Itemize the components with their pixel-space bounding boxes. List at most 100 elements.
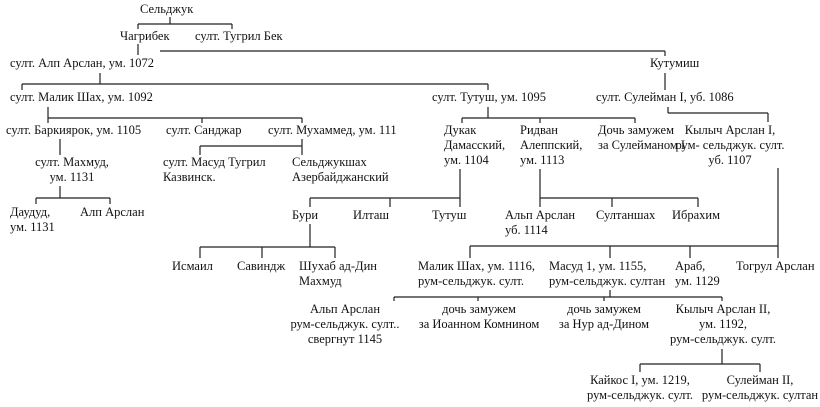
person-kilij2-line: ум. 1192, — [699, 317, 747, 331]
person-daughter-komn-line: дочь замужем — [442, 302, 516, 316]
person-daughter-komn-line: за Иоанном Комнином — [419, 317, 540, 331]
person-masud-qazvin-line: Казвинск. — [163, 170, 216, 184]
person-barkiyaruq-line: султ. Баркиярок, ум. 1105 — [6, 123, 141, 137]
person-seljukshah-line: Азербайджанский — [292, 170, 389, 184]
person-daughter-sul-line: за Сулейманом I — [598, 138, 685, 152]
person-arab-line: ум. 1129 — [675, 274, 720, 288]
person-savinj-line: Савиндж — [237, 259, 286, 273]
person-mahmud: султ. Махмуд,ум. 1131 — [35, 155, 109, 184]
person-malik-shah2-line: Малик Шах, ум. 1116, — [418, 259, 535, 273]
person-daughter-sul-line: Дочь замужем — [598, 123, 674, 137]
person-barkiyaruq: султ. Баркиярок, ум. 1105 — [6, 123, 141, 137]
person-daughter-nur-line: за Нур ад-Дином — [559, 317, 649, 331]
person-kutumish-line: Кутумиш — [650, 56, 700, 70]
person-malik-shah2-line: рум-сельджук. султ. — [418, 274, 524, 288]
person-muhammad: султ. Мухаммед, ум. 111 — [268, 123, 397, 137]
person-kilij1-line: уб. 1107 — [708, 153, 751, 167]
person-seljuk-line: Сельджук — [140, 2, 194, 16]
person-kilij1-line: Кылыч Арслан I, — [685, 123, 776, 137]
person-shihab-line: Махмуд — [299, 274, 342, 288]
person-masud1: Масуд 1, ум. 1155,рум-сельджук. султан — [549, 259, 665, 288]
person-suleiman1-line: султ. Сулейман I, уб. 1086 — [596, 90, 734, 104]
person-kilij1: Кылыч Арслан I,рум- сельджук. султ.уб. 1… — [675, 123, 784, 167]
person-kilij2-line: Кылыч Арслан II, — [676, 302, 771, 316]
person-kaykaus-line: рум-сельджук. султ. — [587, 388, 693, 402]
person-alp-ridwan-line: Альп Арслан — [505, 208, 575, 222]
person-toghrul: Тогрул Арслан — [736, 259, 815, 273]
person-kaykaus-line: Кайкос I, ум. 1219, — [590, 373, 690, 387]
person-alp-arslan-line: султ. Алп Арслан, ум. 1072 — [10, 56, 154, 70]
person-malik-shah-line: султ. Малик Шах, ум. 1092 — [10, 90, 153, 104]
person-savinj: Савиндж — [237, 259, 286, 273]
person-tutush: султ. Тутуш, ум. 1095 — [432, 90, 546, 104]
person-sultanshah-line: Султаншах — [596, 208, 656, 222]
person-alp-rum-line: свергнут 1145 — [308, 332, 382, 346]
person-tughril: султ. Тугрил Бек — [195, 29, 284, 43]
person-mahmud-line: султ. Махмуд, — [35, 155, 109, 169]
person-alp-ridwan-line: уб. 1114 — [505, 223, 549, 237]
person-ridwan-line: Алеппский, — [520, 138, 582, 152]
person-suleiman2-line: рум-сельджук. султан — [702, 388, 818, 402]
person-daughter-nur-line: дочь замужем — [567, 302, 641, 316]
person-duqaq-line: ум. 1104 — [444, 153, 490, 167]
tree-connectors — [21, 17, 779, 372]
person-alp-son: Алп Арслан — [80, 205, 145, 219]
person-sanjar-line: султ. Санджар — [166, 123, 241, 137]
person-tutush2-line: Тутуш — [432, 208, 467, 222]
person-duqaq-line: Дамасский, — [444, 138, 505, 152]
person-tutush2: Тутуш — [432, 208, 467, 222]
person-masud-qazvin-line: султ. Масуд Тугрил — [163, 155, 266, 169]
person-daud: Даудуд,ум. 1131 — [10, 205, 55, 234]
person-ridwan-line: Ридван — [520, 123, 558, 137]
person-shihab-line: Шухаб ад-Дин — [299, 259, 377, 273]
person-daud-line: ум. 1131 — [10, 220, 55, 234]
person-suleiman2-line: Сулейман II, — [727, 373, 794, 387]
person-arab-line: Араб, — [675, 259, 705, 273]
person-kutumish: Кутумиш — [650, 56, 700, 70]
person-daud-line: Даудуд, — [10, 205, 50, 219]
person-masud1-line: Масуд 1, ум. 1155, — [549, 259, 646, 273]
person-ibrahim: Ибрахим — [672, 208, 720, 222]
person-chagri-line: Чагрибек — [120, 29, 170, 43]
person-ismail-line: Исмаил — [172, 259, 213, 273]
person-sultanshah: Султаншах — [596, 208, 656, 222]
person-ismail: Исмаил — [172, 259, 213, 273]
person-alp-son-line: Алп Арслан — [80, 205, 145, 219]
person-suleiman1: султ. Сулейман I, уб. 1086 — [596, 90, 734, 104]
person-ridwan-line: ум. 1113 — [520, 153, 564, 167]
person-buri: Бури — [292, 208, 318, 222]
person-malik-shah: султ. Малик Шах, ум. 1092 — [10, 90, 153, 104]
person-chagri: Чагрибек — [120, 29, 170, 43]
person-tutush-line: султ. Тутуш, ум. 1095 — [432, 90, 546, 104]
person-arab: Араб,ум. 1129 — [675, 259, 720, 288]
person-alp-rum-line: рум-сельджук. султ.. — [290, 317, 399, 331]
person-kaykaus: Кайкос I, ум. 1219,рум-сельджук. султ. — [587, 373, 693, 402]
person-buri-line: Бури — [292, 208, 318, 222]
person-suleiman2: Сулейман II,рум-сельджук. султан — [702, 373, 818, 402]
person-duqaq-line: Дукак — [444, 123, 477, 137]
person-masud1-line: рум-сельджук. султан — [549, 274, 665, 288]
person-sanjar: султ. Санджар — [166, 123, 241, 137]
person-mahmud-line: ум. 1131 — [50, 170, 95, 184]
person-iltash: Илташ — [353, 208, 389, 222]
person-kilij2-line: рум-сельджук. султ. — [670, 332, 776, 346]
person-alp-rum-line: Альп Арслан — [310, 302, 380, 316]
person-malik-shah2: Малик Шах, ум. 1116,рум-сельджук. султ. — [418, 259, 535, 288]
person-tughril-line: султ. Тугрил Бек — [195, 29, 284, 43]
person-seljuk: Сельджук — [140, 2, 194, 16]
person-muhammad-line: султ. Мухаммед, ум. 111 — [268, 123, 397, 137]
person-iltash-line: Илташ — [353, 208, 389, 222]
person-alp-arslan: султ. Алп Арслан, ум. 1072 — [10, 56, 154, 70]
person-kilij1-line: рум- сельджук. султ. — [675, 138, 784, 152]
